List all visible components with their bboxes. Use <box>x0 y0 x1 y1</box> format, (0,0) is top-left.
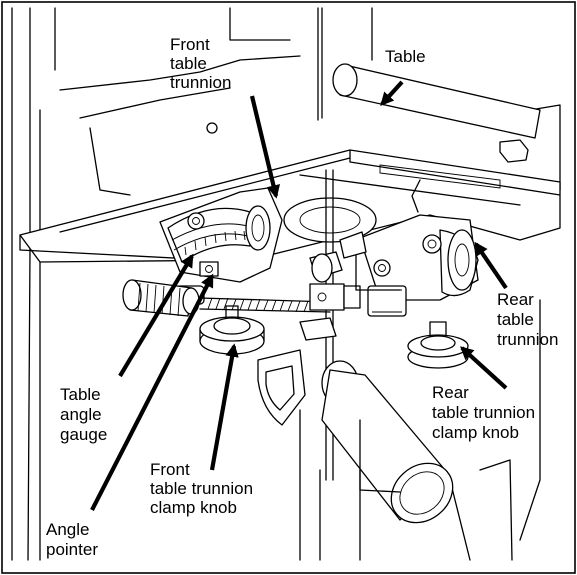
arrow-front-trunnion <box>249 95 281 199</box>
rear-clamp-knob <box>407 321 469 369</box>
saw-body-background <box>11 7 561 561</box>
lead-screw <box>199 297 331 313</box>
label-table: Table <box>385 47 426 66</box>
arrow-table <box>380 80 404 106</box>
label-table-angle-gauge: Table angle gauge <box>60 385 107 444</box>
label-angle-pointer: Angle pointer <box>46 520 98 559</box>
label-rear-clamp-knob: Rear table trunnion clamp knob <box>432 383 540 442</box>
arrow-rear-clamp-knob <box>460 346 508 390</box>
label-rear-trunnion: Rear table trunnion <box>497 290 558 349</box>
arrow-angle-pointer <box>90 273 214 511</box>
callout-labels: Table Front table trunnion Rear table tr… <box>46 35 558 559</box>
arrow-front-clamp-knob <box>209 343 239 471</box>
blade-guide <box>283 169 401 481</box>
label-front-trunnion: Front table trunnion <box>170 35 231 92</box>
label-front-clamp-knob: Front table trunnion clamp knob <box>150 460 258 517</box>
rear-trunnion-assembly <box>359 214 479 317</box>
arrow-table-angle-gauge <box>118 253 194 378</box>
lower-motor-cylinder <box>299 360 454 561</box>
arrow-rear-trunnion <box>474 241 508 290</box>
callout-arrows <box>90 80 508 511</box>
front-clamp-knob <box>199 305 265 355</box>
triangle-knob <box>257 349 306 426</box>
table-surface <box>19 63 561 263</box>
